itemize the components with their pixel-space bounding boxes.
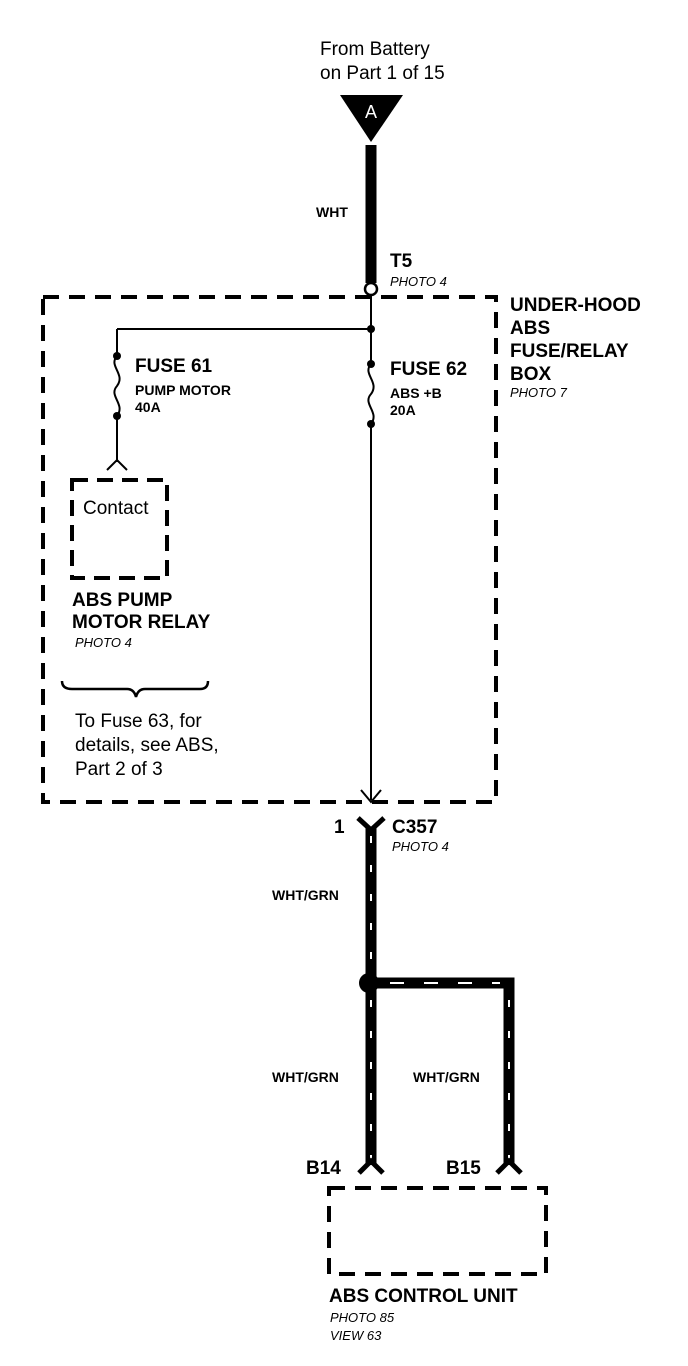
battery-wire-label: WHT [316,204,348,220]
connector-a-triangle [340,95,403,142]
b15-wire-label: WHT/GRN [413,1069,480,1085]
relay-contact-label: Contact [83,498,149,519]
fuse62-name: FUSE 62 [390,359,467,380]
b14-connector [357,1157,385,1175]
note-line2: details, see ABS, [75,735,219,756]
relay-label-1: ABS PUMP [72,590,173,611]
note-line3: Part 2 of 3 [75,759,163,780]
source-label-line2: on Part 1 of 15 [320,63,445,84]
fuse62-symbol [367,363,375,425]
control-unit-name: ABS CONTROL UNIT [329,1286,518,1307]
source-label-line1: From Battery [320,39,430,60]
pin-b15-label: B15 [446,1158,481,1179]
t5-terminal [363,281,379,297]
b15-connector [495,1157,523,1175]
fuse-box-label-3: FUSE/RELAY [510,341,629,362]
fuse61-symbol [113,355,121,417]
b15-wire [371,977,515,1165]
fuse62-desc: ABS +B [390,385,442,401]
relay-fork-connector [106,458,128,471]
fuse-relay-box [41,295,498,804]
fuse62-rating: 20A [390,402,416,418]
b14-wire-label: WHT/GRN [272,1069,339,1085]
c357-wire-label: WHT/GRN [272,887,339,903]
box-exit-arrow [360,789,382,804]
control-unit-box [327,1186,548,1276]
c357-photo: PHOTO 4 [392,839,449,854]
fuse-box-label-4: BOX [510,364,552,385]
control-unit-photo: PHOTO 85 [330,1310,395,1325]
t5-label: T5 [390,251,413,272]
connector-a-letter: A [365,102,377,122]
fuse61-desc: PUMP MOTOR [135,382,231,398]
relay-box [70,478,169,580]
note-brace [60,680,210,698]
fuse61-rating: 40A [135,399,161,415]
fuse61-name: FUSE 61 [135,356,213,377]
note-line1: To Fuse 63, for [75,711,202,732]
relay-photo: PHOTO 4 [75,635,132,650]
c357-pin: 1 [334,817,345,838]
fuse-box-label-2: ABS [510,318,550,339]
c357-name: C357 [392,817,437,838]
t5-photo: PHOTO 4 [390,274,447,289]
relay-label-2: MOTOR RELAY [72,612,211,633]
control-unit-view: VIEW 63 [330,1328,382,1343]
pin-b14-label: B14 [306,1158,341,1179]
fuse-box-label-1: UNDER-HOOD [510,295,641,316]
fuse-box-photo: PHOTO 7 [510,385,568,400]
